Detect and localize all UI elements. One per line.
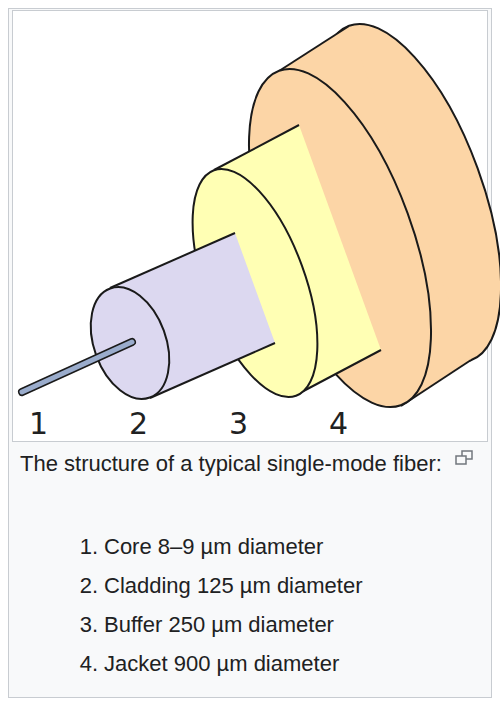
callout-number: 1 (26, 408, 51, 440)
list-item: Cladding 125 µm diameter (104, 572, 362, 600)
list-number: 4. (50, 650, 98, 678)
list-item: Jacket 900 µm diameter (104, 650, 339, 678)
list-item: Buffer 250 µm diameter (104, 611, 334, 639)
figure-caption: The structure of a typical single-mode f… (20, 447, 445, 481)
callout-number: 2 (126, 408, 151, 440)
callout-number: 3 (226, 408, 251, 440)
list-item: Core 8–9 µm diameter (104, 533, 323, 561)
enlarge-icon (456, 451, 472, 464)
core (22, 342, 132, 392)
list-number: 3. (50, 611, 98, 639)
cladding (76, 233, 275, 410)
list-number: 1. (50, 533, 98, 561)
list-number: 2. (50, 572, 98, 600)
callout-number: 4 (326, 408, 351, 440)
